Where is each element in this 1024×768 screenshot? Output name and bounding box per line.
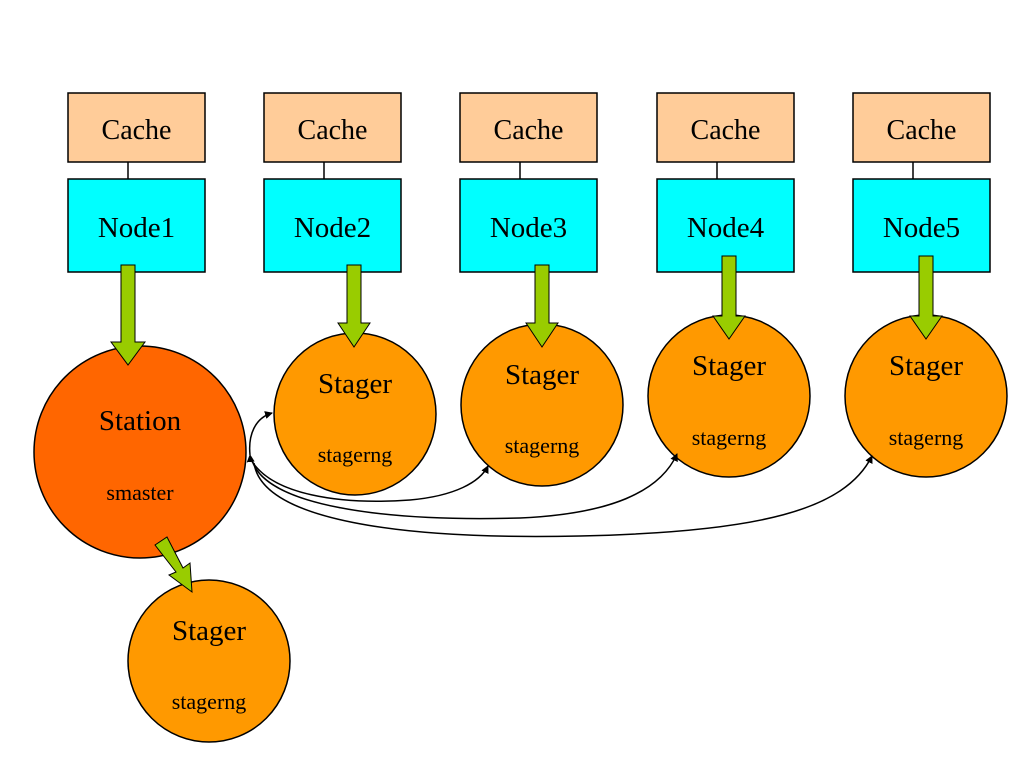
stager-circle-4: Stager stagerng <box>647 314 811 478</box>
cache-box-1: Cache <box>67 92 206 163</box>
cache-node-connectors <box>127 162 914 179</box>
stager-title-3: Stager <box>505 359 579 391</box>
arrow-station-to-stager <box>154 536 193 594</box>
node-label-5: Node5 <box>883 212 960 244</box>
node-label-1: Node1 <box>98 212 175 244</box>
node-box-3: Node3 <box>459 178 598 273</box>
cache-box-5: Cache <box>852 92 991 163</box>
station-title: Station <box>99 405 182 437</box>
cache-box-2: Cache <box>263 92 402 163</box>
node-row: Node1 Node2 Node3 Node4 Node5 <box>67 178 991 273</box>
node-box-5: Node5 <box>852 178 991 273</box>
arrow-node2-to-stager <box>337 264 371 348</box>
stager-circle-5: Stager stagerng <box>844 314 1008 478</box>
link-station-stager-3 <box>249 457 489 502</box>
cache-label-2: Cache <box>298 115 368 146</box>
stager-title-2: Stager <box>318 368 392 400</box>
node-label-4: Node4 <box>687 212 765 244</box>
green-arrows <box>110 255 943 594</box>
node-box-2: Node2 <box>263 178 402 273</box>
link-station-stager-5 <box>253 455 873 538</box>
node-box-1: Node1 <box>67 178 206 273</box>
node-box-4: Node4 <box>656 178 795 273</box>
stager-subtitle-4: stagerng <box>692 425 767 450</box>
stager-circle-3: Stager stagerng <box>460 323 624 487</box>
node-label-3: Node3 <box>490 212 567 244</box>
cache-box-3: Cache <box>459 92 598 163</box>
cache-box-4: Cache <box>656 92 795 163</box>
stager-circle-1: Stager stagerng <box>127 579 291 743</box>
stager-circle-2: Stager stagerng <box>273 332 437 496</box>
arrow-node3-to-stager <box>525 264 559 348</box>
cache-label-3: Cache <box>494 115 564 146</box>
station-subtitle: smaster <box>106 480 174 505</box>
stager-title-4: Stager <box>692 350 766 382</box>
stager-subtitle-3: stagerng <box>505 433 580 458</box>
arrow-node5-to-stager <box>909 255 943 340</box>
station-circle: Station smaster <box>33 345 247 559</box>
cache-row: Cache Cache Cache Cache Cache <box>67 92 991 163</box>
cache-label-4: Cache <box>691 115 761 146</box>
node-label-2: Node2 <box>294 212 371 244</box>
station-stager-links <box>246 411 873 538</box>
cache-label-1: Cache <box>102 115 172 146</box>
stager-subtitle-2: stagerng <box>318 442 393 467</box>
stager-subtitle-5: stagerng <box>889 425 964 450</box>
arrow-node4-to-stager <box>712 255 746 340</box>
stager-subtitle-1: stagerng <box>172 689 247 714</box>
arrow-node1-to-station <box>110 264 146 366</box>
link-station-stager-2 <box>246 411 273 463</box>
stager-title-1: Stager <box>172 615 246 647</box>
cache-label-5: Cache <box>887 115 957 146</box>
link-station-stager-4 <box>251 453 678 520</box>
stager-title-5: Stager <box>889 350 963 382</box>
